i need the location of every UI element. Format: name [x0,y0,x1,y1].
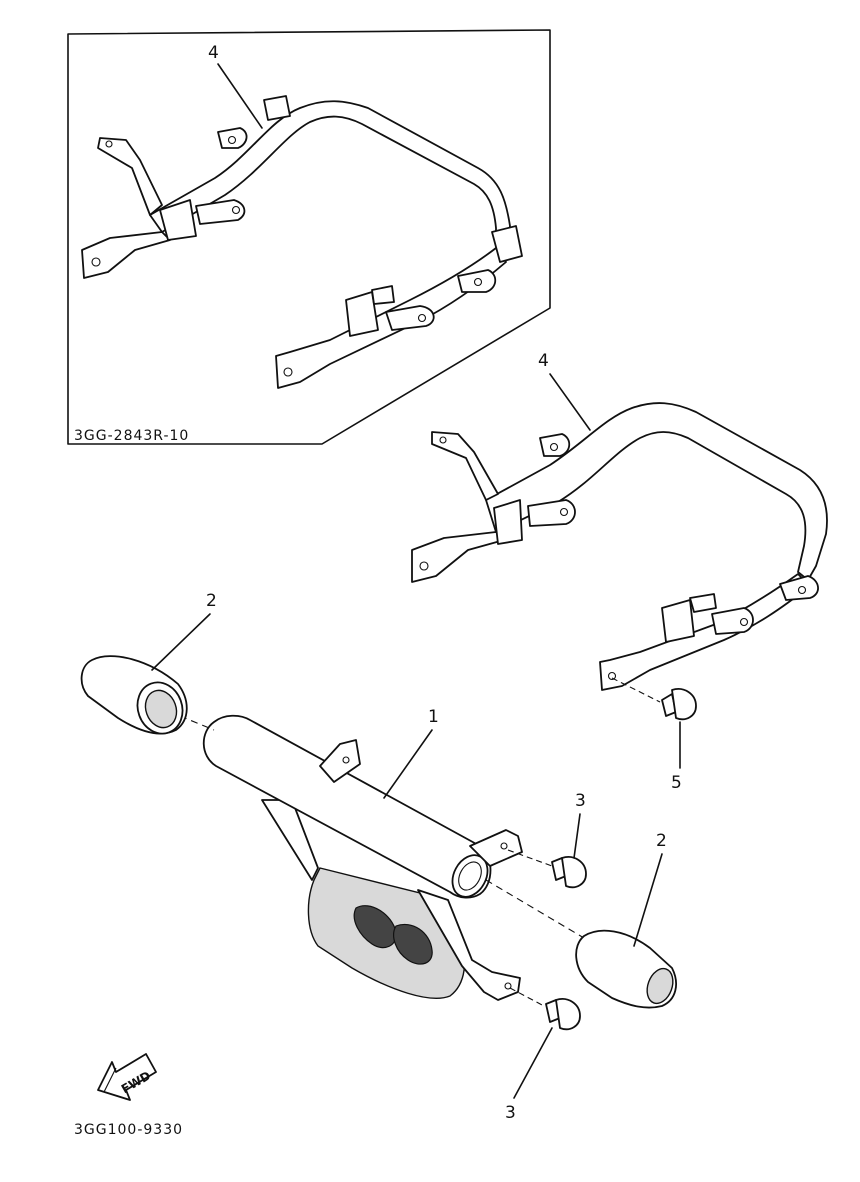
forward-direction-arrow: FWD [97,1053,157,1101]
inset-box: 3GG-2843R-10 [67,29,551,445]
callout-front-bar: 1 [428,707,439,727]
callout-frame-bolt: 5 [671,773,682,793]
callout-right-plug: 2 [656,831,667,851]
inset-rear-frame: 4 [81,43,523,389]
callout-inset-frame: 4 [208,43,219,63]
axis-line-right [485,879,585,939]
lower-bolt: 3 [505,987,581,1123]
upper-bolt: 3 [507,791,587,889]
left-end-plug: 2 [80,591,217,735]
callout-upper-bolt: 3 [575,791,586,811]
frame-bolt: 5 [611,677,697,793]
callout-frame: 4 [538,351,549,371]
front-bumper: 1 [202,707,523,1001]
callout-left-plug: 2 [206,591,217,611]
callout-lower-bolt: 3 [505,1103,516,1123]
inset-part-code: 3GG-2843R-10 [74,428,189,444]
rear-frame: 4 [411,351,828,691]
right-end-plug: 2 [575,831,677,1009]
figure-code: 3GG100-9330 [74,1122,183,1138]
